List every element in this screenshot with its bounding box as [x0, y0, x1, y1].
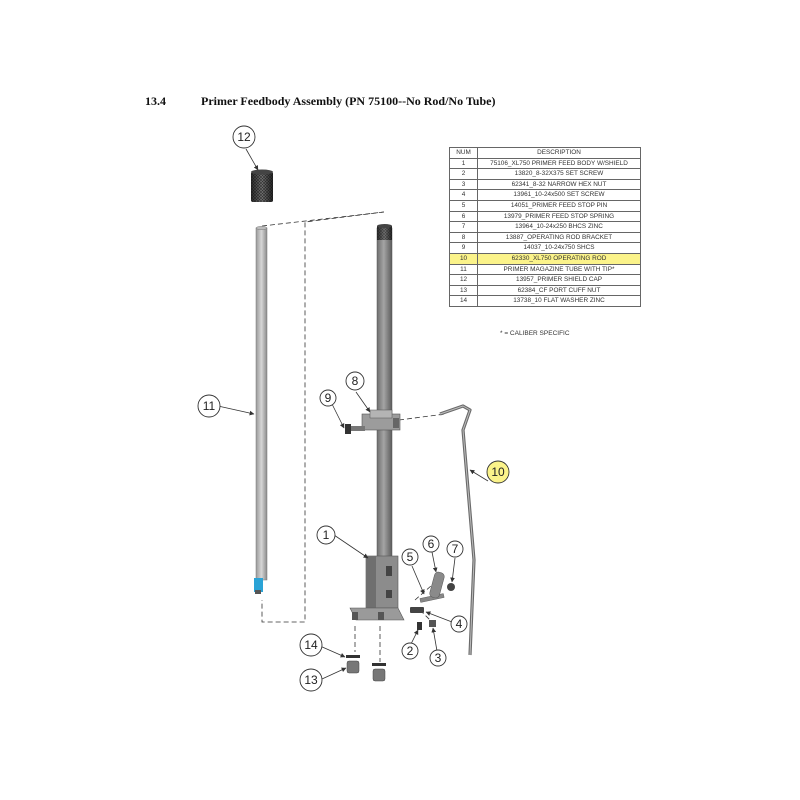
primer-magazine-tube: [254, 226, 268, 594]
svg-text:7: 7: [452, 542, 459, 556]
svg-text:11: 11: [203, 399, 216, 413]
callout-8: 8: [345, 371, 365, 391]
leader-lines: [217, 148, 489, 680]
flat-washers: [346, 655, 386, 666]
primer-shield-cap: [251, 169, 273, 202]
primer-feed-stop-spring: [429, 571, 445, 599]
set-screw-10-24: [410, 607, 424, 613]
callout-1: 1: [316, 525, 336, 545]
callout-14: 14: [299, 633, 323, 657]
svg-text:3: 3: [435, 651, 442, 665]
callout-13: 13: [299, 668, 323, 692]
callout-6: 6: [422, 535, 440, 553]
part-description-cell: 13957_PRIMER SHIELD CAP: [477, 274, 641, 286]
part-description-cell: 13738_10 FLAT WASHER ZINC: [477, 295, 641, 307]
operating-rod-bracket: [361, 409, 401, 431]
svg-text:1: 1: [323, 528, 330, 542]
callout-4: 4: [450, 615, 468, 633]
svg-text:6: 6: [428, 537, 435, 551]
shcs-screw: [345, 424, 365, 434]
operating-rod: [439, 404, 476, 656]
bhcs-screw: [447, 583, 455, 591]
set-screw-8-32: [417, 622, 422, 630]
callout-2: 2: [401, 642, 419, 660]
callout-11: 11: [197, 394, 221, 418]
svg-text:2: 2: [407, 644, 414, 658]
part-description-cell: 62330_XL750 OPERATING ROD: [477, 252, 641, 265]
callout-7: 7: [446, 540, 464, 558]
svg-text:8: 8: [352, 374, 359, 388]
svg-text:5: 5: [407, 550, 414, 564]
callout-3: 3: [429, 649, 447, 667]
part-description-cell: PRIMER MAGAZINE TUBE WITH TIP*: [477, 263, 641, 276]
svg-text:9: 9: [325, 391, 332, 405]
caliber-note: * = CALIBER SPECIFIC: [500, 330, 570, 337]
assembly-guide-lines: [261, 211, 446, 662]
svg-text:10: 10: [491, 465, 505, 479]
part-description-cell: 62384_CF PORT CUFF NUT: [477, 284, 641, 297]
narrow-hex-nut: [429, 620, 436, 627]
svg-text:13: 13: [304, 673, 318, 687]
tube-tip: [254, 578, 263, 592]
cuff-nuts: [346, 660, 386, 682]
primer-feed-body: [349, 224, 405, 621]
callout-12: 12: [232, 125, 256, 149]
callout-9: 9: [319, 389, 337, 407]
svg-text:14: 14: [304, 638, 318, 652]
svg-text:12: 12: [237, 130, 251, 144]
callout-10: 10: [486, 460, 510, 484]
section-number: 13.4: [145, 94, 166, 108]
svg-text:4: 4: [456, 617, 463, 631]
section-title: Primer Feedbody Assembly (PN 75100--No R…: [201, 94, 496, 108]
callout-5: 5: [401, 548, 419, 566]
